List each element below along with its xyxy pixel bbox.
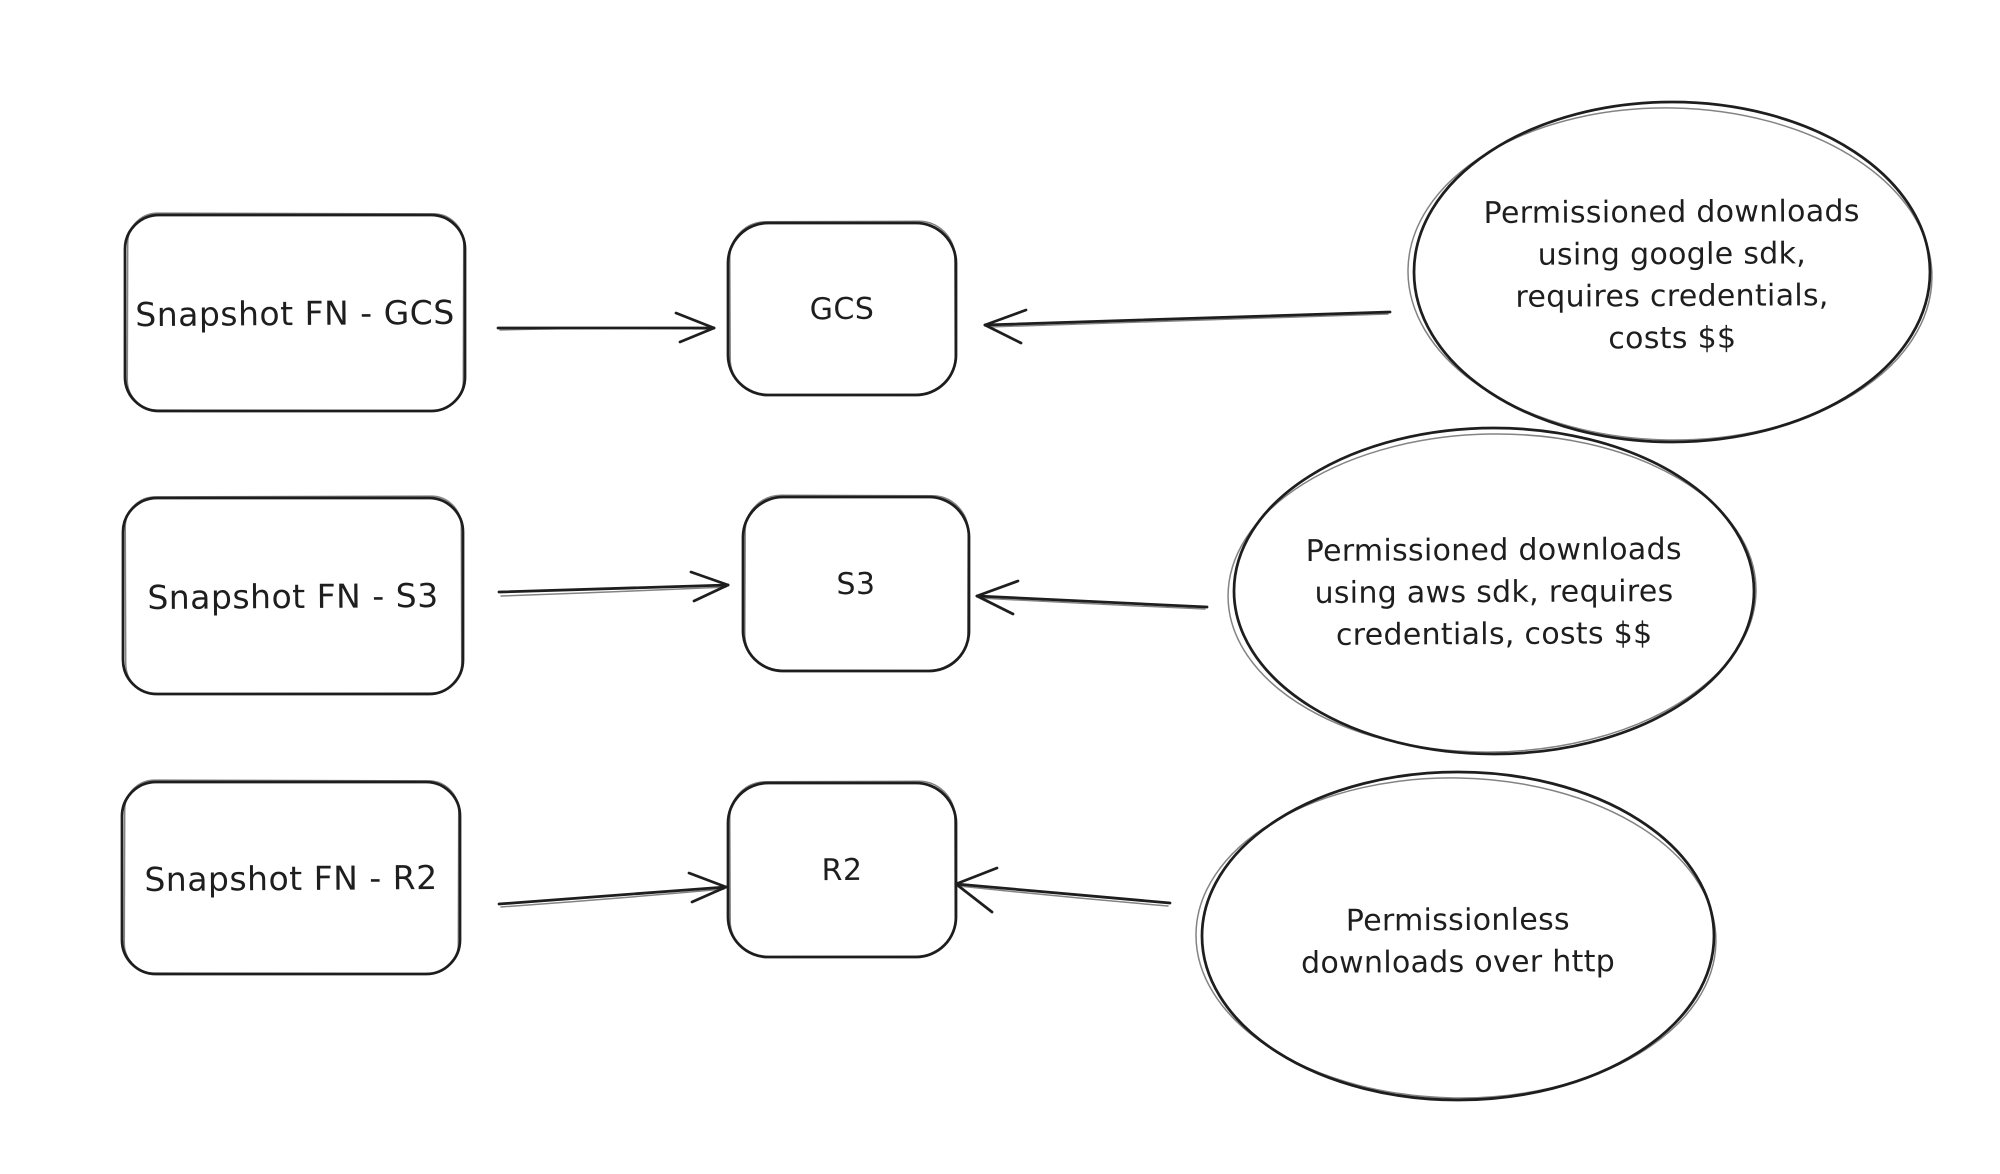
r2-note-line: downloads over http	[1301, 944, 1616, 981]
arrow-s3-note-to-s3	[975, 579, 1209, 616]
gcs-node-label: GCS	[809, 291, 875, 327]
r2-note-ellipse-shape	[1195, 770, 1717, 1102]
s3-note-ellipse-shape	[1227, 426, 1757, 756]
gcs-note-text: Permissioned downloads using google sdk,…	[1452, 191, 1893, 361]
gcs-note-line: using google sdk,	[1537, 236, 1807, 273]
r2-node-shape	[726, 780, 958, 959]
gcs-note-ellipse-shape	[1407, 100, 1933, 444]
s3-note-line: Permissioned downloads	[1305, 532, 1682, 569]
arrow-snapshot-r2-to-r2	[497, 871, 728, 908]
s3-node-shape	[741, 494, 971, 673]
snapshot-s3-node-label: Snapshot FN - S3	[147, 575, 439, 617]
snapshot-s3-node-shape	[121, 495, 465, 696]
snapshot-gcs-node-label: Snapshot FN - GCS	[135, 292, 455, 334]
r2-note-text: Permissionless downloads over http	[1238, 899, 1678, 985]
snapshot-r2-node-label: Snapshot FN - R2	[144, 857, 438, 899]
s3-node-label: S3	[836, 566, 876, 602]
gcs-note-line: Permissioned downloads	[1483, 194, 1860, 231]
arrow-gcs-note-to-gcs	[983, 308, 1392, 345]
gcs-node-shape	[726, 220, 958, 397]
r2-note-line: Permissionless	[1345, 902, 1571, 939]
gcs-note-line: requires credentials,	[1515, 278, 1829, 315]
snapshot-gcs-node-shape	[123, 212, 467, 413]
arrow-r2-note-to-r2	[954, 866, 1172, 914]
snapshot-r2-node-shape	[120, 779, 462, 976]
s3-note-line: credentials, costs $$	[1335, 616, 1653, 653]
s3-note-text: Permissioned downloads using aws sdk, re…	[1254, 529, 1735, 658]
gcs-note-line: costs $$	[1608, 320, 1737, 357]
s3-note-line: using aws sdk, requires	[1314, 574, 1674, 611]
arrow-snapshot-s3-to-s3	[497, 570, 730, 603]
r2-node-label: R2	[821, 852, 863, 888]
arrow-snapshot-gcs-to-gcs	[496, 311, 716, 344]
